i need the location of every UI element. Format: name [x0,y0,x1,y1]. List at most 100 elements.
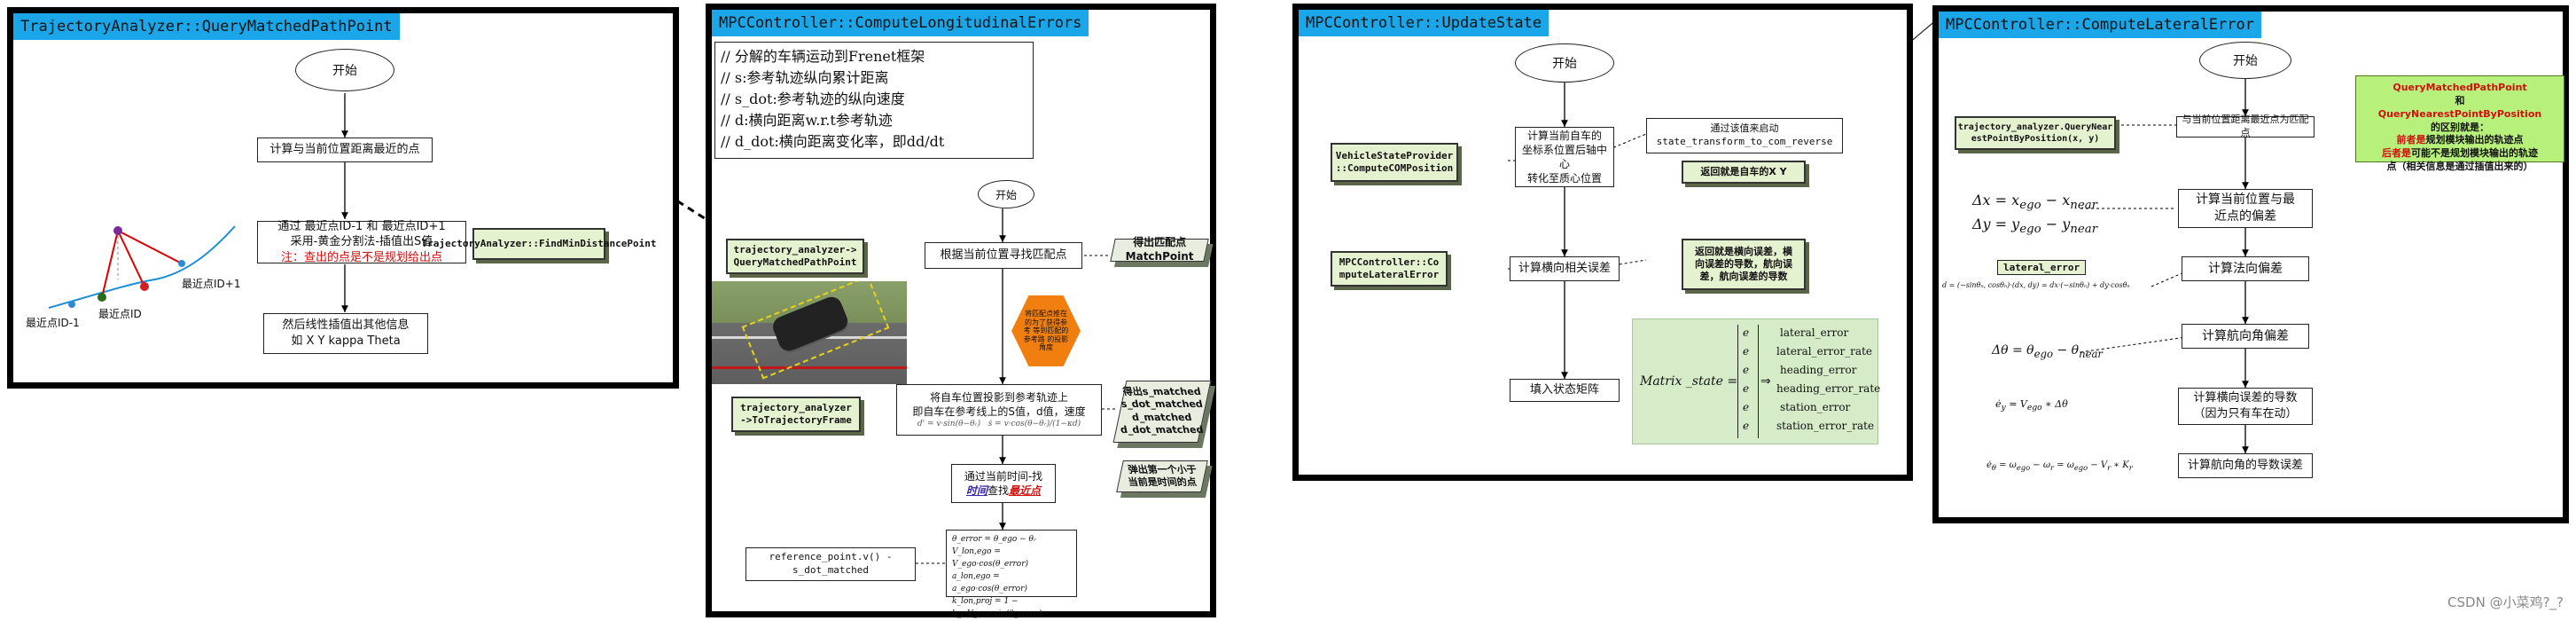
formula-line: k_lon,proj = 1 − k_r·V_ego·sin(θ_error) [952,596,1042,618]
func-line: VehicleStateProvider [1335,149,1454,161]
note-and: 和 [2455,94,2465,106]
difference-note: QueryMatchedPathPoint 和 QueryNearestPoin… [2355,75,2564,172]
label-next-point: 最近点ID+1 [182,278,241,290]
step-compute-com-position: 计算当前自车的 坐标系位置后轴中心 转化至质心位置 [1515,127,1614,187]
step2-line: 近点的偏差 [2214,209,2276,224]
matrix-entry: e [1743,364,1750,376]
matrix-label: Matrix _state = [1640,374,1738,389]
func-query-matched-path-point: trajectory_analyzer-> QueryMatchedPathPo… [726,239,864,274]
step3-mid: 查找 [987,484,1009,497]
lateral-error-label: lateral_error [1997,260,2087,275]
step2-line2: 即自车在参考线上的S值，d值，速度 [912,405,1086,418]
step-lateral-error-rate: 计算横向误差的导数 （因为只有车在动） [2178,388,2313,425]
note-line: 返回就是横向误差，横 [1695,245,1792,257]
note-line1: 规划模块输出的轨迹点 [2425,134,2524,146]
comment-line: // s_dot:参考轨迹的纵向速度 [721,90,905,107]
matrix-name: heading_error [1780,364,1857,376]
hexagon-note: 将匹配点推在的为了获得参考 等到匹配的参考路 的投影角度 [1011,295,1081,366]
label-prev-point: 最近点ID-1 [26,317,80,329]
comment-line: // 分解的车辆运动到Frenet框架 [721,48,925,65]
output-pop-first-point: 弹出第一个小于 当前是时间的点 [1116,460,1208,492]
note-line: 差，航向误差的导数 [1699,271,1788,283]
step1-line: 坐标系位置后轴中心 [1521,143,1607,170]
note-state-transform: 通过该值来启动 state_transform_to_com_reverse [1646,118,1843,153]
note-line2: 可能不是规划模块输出的轨迹 [2411,147,2538,160]
formula-line: θ_error = θ_ego − θᵣ [952,535,1037,544]
start-node: 开始 [1515,43,1614,83]
reference-velocity-box: reference_point.v() - s_dot_matched [745,547,916,581]
heading-rate-formula: ėθ = ωego − ωr = ωego − Vr ∗ Kr [1987,460,2133,472]
step-nearest-as-match: 与当前位置距离最近点为匹配点 [2176,114,2314,138]
panel-title: TrajectoryAnalyzer::QueryMatchedPathPoin… [13,13,400,40]
func-line: MPCController::Co [1339,255,1440,268]
output-line: 弹出第一个小于 [1126,463,1198,476]
func-line: trajectory_analyzer.QueryNear [1957,122,2113,132]
func-line: mputeLateralError [1339,269,1440,280]
note-returns-xy: 返回就是自车的X Y [1682,161,1806,184]
step1-line: 转化至质心位置 [1526,172,1602,185]
note-title1: QueryMatchedPathPoint [2393,82,2527,93]
matrix-name: heading_error_rate [1776,382,1881,395]
func-compute-com-position: VehicleStateProvider ::ComputeCOMPositio… [1331,143,1458,182]
step2-line1: 将自车位置投影到参考轨迹上 [929,390,1068,404]
step5-line: （因为只有车在动） [2193,407,2298,421]
output-matched-values: 得出s_matched s_dot_matched d_matched d_do… [1112,381,1212,443]
start-node: 开始 [295,49,394,91]
step3-line1: 通过当前时间-找 [964,469,1043,483]
step-normal-deviation: 计算法向偏差 [2182,256,2309,281]
arrow-glyph: ⇒ [1760,374,1771,389]
state-matrix: Matrix _state = e e e e e e ⇒ lateral_er… [1632,318,1881,444]
matrix-entry: e [1743,401,1750,413]
step-find-nearest-by-time: 通过当前时间-找 时间查找最近点 [951,464,1056,503]
step-heading-deviation: 计算航向角偏差 [2182,324,2309,349]
step-fill-state-matrix: 填入状态矩阵 [1510,379,1620,402]
step3-line2: 如 X Y kappa Theta [291,334,401,348]
matrix-bracket [1737,325,1759,438]
step2-line2: 采用-黄金分割法-插值出S值 [290,235,433,249]
hexagon-text: 将匹配点推在的为了获得参考 等到匹配的参考路 的投影角度 [1023,310,1069,352]
matrix-name: lateral_error [1780,326,1849,339]
step2-note: 注：查出的点是不是规划给出点 [280,250,442,264]
matrix-entry: e [1743,345,1750,358]
note-returns-errors: 返回就是横向误差，横 向误差的导数，航向误 差，航向误差的导数 [1682,239,1806,290]
lateral-error-formula: d = (−sinθₙ, cosθₙ)·(dx, dy) = dx·(−sinθ… [1942,281,2130,289]
step-project-to-reference: 将自车位置投影到参考轨迹上 即自车在参考线上的S值，d值，速度 d' = v·s… [896,384,1102,436]
output-text: 得出匹配点MatchPoint [1125,236,1194,263]
flow-arrows [2080,79,2249,453]
road-image [712,281,907,384]
matrix-name: station_error_rate [1776,420,1875,432]
step-find-closest: 计算与当前位置距离最近的点 [257,138,433,162]
step2-line: 计算当前位置与最 [2196,193,2295,208]
step5-line: 计算横向误差的导数 [2193,391,2298,405]
panel-title: MPCController::ComputeLateralError [1939,12,2261,38]
func-line: ::ComputeCOMPosition [1335,162,1454,174]
func-compute-lateral-error: MPCController::Co mputeLateralError [1331,251,1448,287]
matrix-entry: e [1743,420,1750,432]
lateral-rate-formula: ėy = Vego ∗ Δθ [1995,398,2068,413]
note-diff: 的区别就是： [2431,121,2489,133]
watermark: CSDN @小菜鸡?_? [2447,594,2564,610]
label-current-point: 最近点ID [98,308,142,320]
func-line: estPointByPosition(x, y) [1971,134,2100,144]
step-heading-error-rate: 计算航向角的导数误差 [2178,453,2313,478]
note-line: state_transform_to_com_reverse [1656,136,1833,147]
formula-line: a_lon,ego = a_ego·cos(θ_error) [952,571,1027,593]
note-title2: QueryNearestPointByPosition [2377,107,2542,120]
step3-nearest: 最近点 [1009,484,1042,497]
delta-formula: Δx = xego − xnear Δy = yego − ynear [1972,192,2098,237]
formula-box: θ_error = θ_ego − θᵣ V_lon,ego = V_ego·c… [946,530,1077,618]
output-line: d_dot_matched [1119,424,1205,436]
note-line: 向误差的导数，航向误 [1695,257,1792,270]
panel-title: MPCController::ComputeLongitudinalErrors [712,10,1089,36]
start-node: 开始 [2199,42,2291,79]
flow-arrows [48,93,468,312]
panel-compute-longitudinal-errors: MPCController::ComputeLongitudinalErrors… [706,4,1216,618]
comment-block: // 分解的车辆运动到Frenet框架 // s:参考轨迹纵向累计距离 // s… [714,42,1034,159]
step2-formula: d' = v·sin(θ−θᵣ) ṡ = v·cos(θ−θᵣ)/(1−κd) [917,420,1081,429]
func-to-trajectory-frame: trajectory_analyzer ->ToTrajectoryFrame [731,397,861,432]
comment-line: // d:横向距离w.r.t参考轨迹 [721,112,893,129]
step-linear-interpolate: 然后线性插值出其他信息 如 X Y kappa Theta [263,313,428,354]
output-line: s_dot_matched [1120,398,1205,411]
step2-line1: 通过 最近点ID-1 和 最近点ID+1 [277,219,446,233]
panel-compute-lateral-error: MPCController::ComputeLateralError 开始 与当… [1932,5,2569,523]
